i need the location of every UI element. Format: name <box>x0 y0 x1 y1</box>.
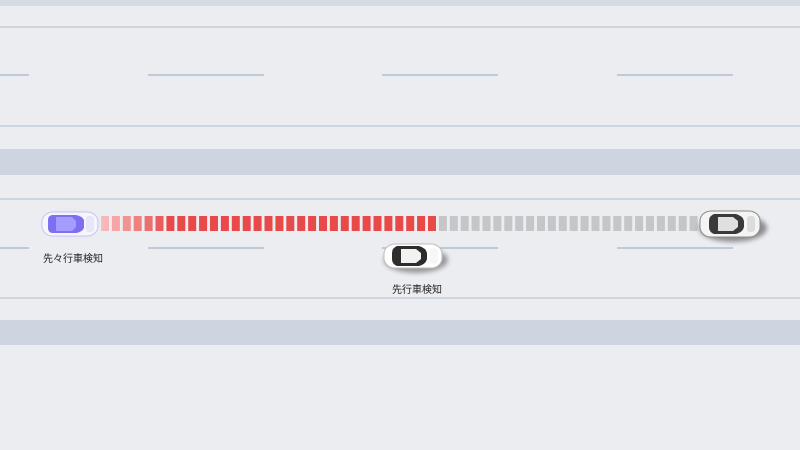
detection-segment-inactive <box>493 216 502 231</box>
detection-segment-active <box>406 216 415 231</box>
detection-segment-inactive <box>624 216 633 231</box>
lead-vehicle-label: 先行車検知 <box>392 285 442 296</box>
detection-segment-inactive <box>449 216 458 231</box>
detection-segment-active <box>253 216 262 231</box>
detection-segment-active <box>111 216 120 231</box>
detection-segment-inactive <box>526 216 535 231</box>
detection-segment-active <box>340 216 349 231</box>
detection-segment-active <box>166 216 175 231</box>
detection-segment-inactive <box>515 216 524 231</box>
detection-segment-active <box>122 216 131 231</box>
detection-segment-inactive <box>689 216 698 231</box>
detection-segment-inactive <box>602 216 611 231</box>
detection-segment-inactive <box>667 216 676 231</box>
far-car <box>699 210 767 242</box>
detection-segment-active <box>308 216 317 231</box>
detection-segment-active <box>275 216 284 231</box>
detection-segment-inactive <box>580 216 589 231</box>
detection-segment-active <box>101 216 109 231</box>
detection-segment-inactive <box>504 216 513 231</box>
median-band <box>0 149 800 175</box>
detection-segment-active <box>351 216 360 231</box>
detection-segment-active <box>210 216 218 231</box>
detection-segment-active <box>428 216 436 231</box>
detection-segment-inactive <box>482 216 491 231</box>
detection-segment-active <box>297 216 306 231</box>
detection-segment-inactive <box>656 216 665 231</box>
detection-segment-active <box>373 216 382 231</box>
detection-segment-active <box>329 216 338 231</box>
detection-segment-active <box>155 216 164 231</box>
detection-segment-active <box>199 216 208 231</box>
detection-segment-inactive <box>678 216 687 231</box>
detection-segment-active <box>220 216 229 231</box>
detection-segment-active <box>384 216 393 231</box>
detection-segment-active <box>231 216 240 231</box>
detection-segment-inactive <box>635 216 644 231</box>
detection-segment-active <box>395 216 404 231</box>
bottom-band <box>0 320 800 345</box>
detection-segment-inactive <box>646 216 654 231</box>
detection-segment-active <box>188 216 197 231</box>
ego-car <box>36 206 104 242</box>
detection-segment-active <box>362 216 371 231</box>
detection-segment-active <box>242 216 251 231</box>
detection-segment-active <box>133 216 142 231</box>
ego-vehicle-label: 先々行車検知 <box>43 254 103 265</box>
detection-segment-active <box>177 216 186 231</box>
detection-segment-inactive <box>547 216 556 231</box>
detection-segment-inactive <box>613 216 622 231</box>
detection-segment-inactive <box>471 216 480 231</box>
detection-segment-inactive <box>569 216 578 231</box>
detection-segment-active <box>264 216 273 231</box>
detection-segment-inactive <box>537 216 545 231</box>
detection-segment-inactive <box>591 216 600 231</box>
detection-segment-active <box>144 216 153 231</box>
detection-segment-inactive <box>460 216 469 231</box>
top-edge-band <box>0 0 800 6</box>
lead-car <box>383 243 448 273</box>
detection-segment-active <box>319 216 327 231</box>
detection-bar <box>101 216 709 231</box>
detection-segment-inactive <box>558 216 567 231</box>
detection-segment-active <box>417 216 426 231</box>
detection-segment-active <box>286 216 295 231</box>
detection-segment-inactive <box>438 216 447 231</box>
